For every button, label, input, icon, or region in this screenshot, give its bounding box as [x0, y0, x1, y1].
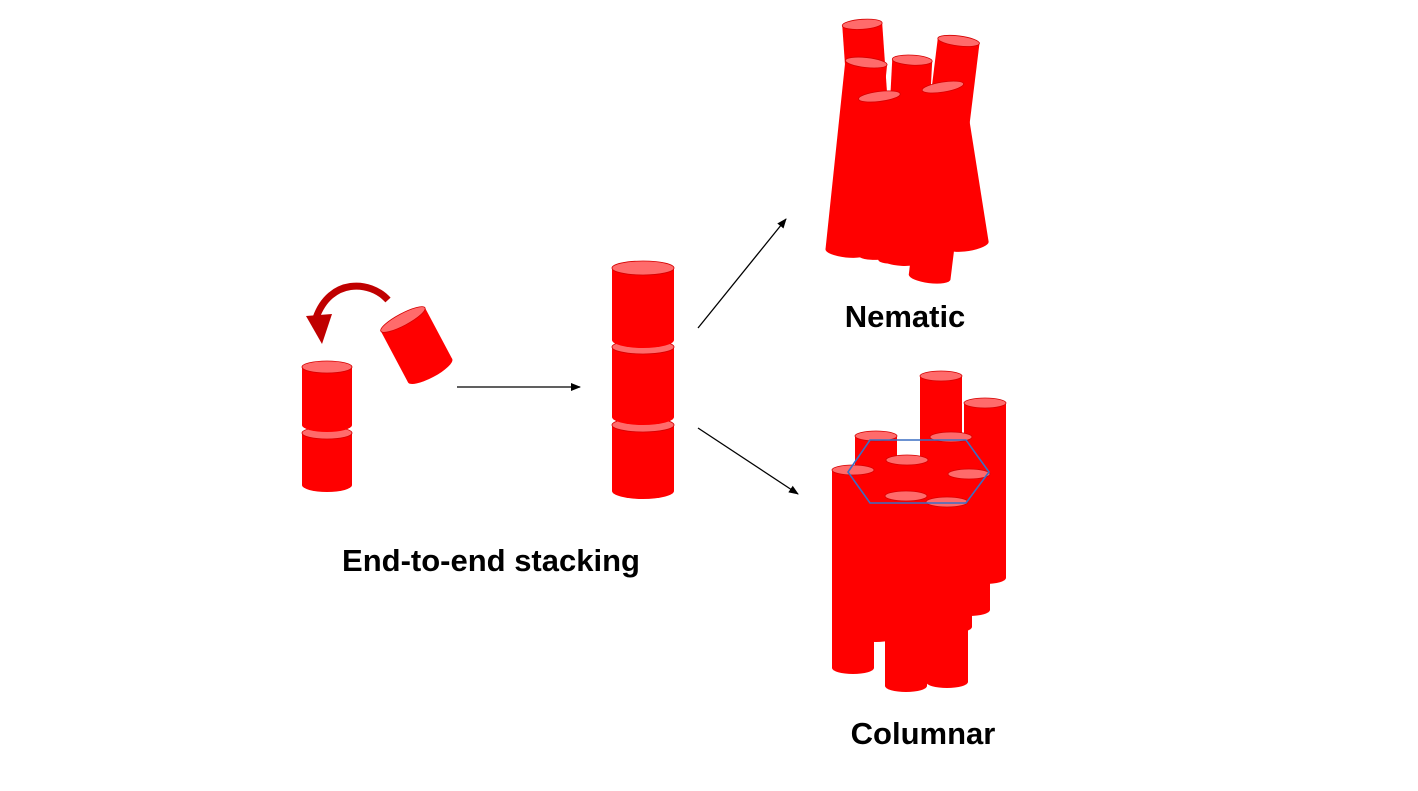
- label-nematic: Nematic: [845, 299, 966, 334]
- stacked-column: [611, 260, 675, 499]
- column-front-right: [925, 496, 969, 688]
- monomer-group: [301, 282, 453, 492]
- cylinder-bottom: [301, 426, 353, 492]
- cylinder-incoming: [380, 306, 453, 384]
- cylinder-middle: [301, 360, 353, 432]
- hexagon-lattice-outline: [847, 439, 990, 504]
- straight-arrow-icon: [697, 218, 787, 329]
- columnar-phase: [831, 370, 1007, 692]
- stack-cylinder-top: [611, 260, 675, 348]
- stack-cylinder-bottom: [611, 417, 675, 499]
- curved-arrow-icon: [306, 282, 391, 344]
- straight-arrow-icon: [697, 427, 799, 495]
- stack-cylinder-middle: [611, 339, 675, 425]
- label-end-to-end-stacking: End-to-end stacking: [342, 543, 640, 578]
- column-front-left: [831, 464, 875, 674]
- column-front-middle: [884, 490, 928, 692]
- nematic-phase: [825, 18, 989, 284]
- label-columnar: Columnar: [851, 716, 996, 751]
